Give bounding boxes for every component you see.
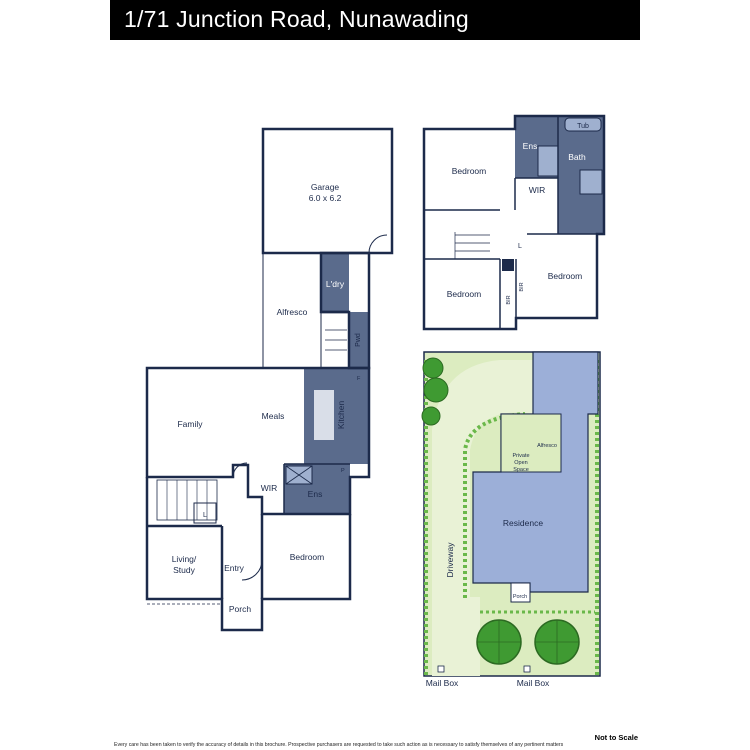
driveway-area — [432, 360, 533, 676]
tub-label: Tub — [577, 123, 589, 130]
wir-label: WIR — [261, 483, 278, 493]
bath-label: Bath — [568, 152, 586, 162]
page-title: 1/71 Junction Road, Nunawading — [124, 6, 469, 32]
family-label: Family — [177, 419, 203, 429]
living-study-label-1: Living/ — [172, 554, 197, 564]
alfresco-label: Alfresco — [277, 307, 308, 317]
site-porch-label: Porch — [513, 594, 527, 600]
laundry-label: L'dry — [326, 279, 345, 289]
front-wing — [145, 477, 352, 632]
site-alfresco-label: Alfresco — [537, 443, 557, 449]
first-floor-plan — [422, 114, 606, 331]
first-floor-labels: Bedroom Bedroom Bedroom Ens Bath Tub WIR… — [447, 123, 589, 305]
powder-label: Pwd — [355, 333, 362, 347]
powder-fill — [349, 312, 369, 368]
bath-shower — [579, 169, 603, 195]
bedroom-label: Bedroom — [290, 552, 325, 562]
upper-bedroom-label-2: Bedroom — [447, 289, 482, 299]
kitchen-label: Kitchen — [336, 401, 346, 430]
upper-bedroom-label-1: Bedroom — [452, 166, 487, 176]
site-plan-labels: Residence Alfresco Private Open Space Dr… — [426, 443, 557, 688]
ensuite-label: Ens — [308, 489, 323, 499]
pantry-label: P — [341, 468, 345, 474]
garage-size-label: 6.0 x 6.2 — [309, 193, 342, 203]
entry-label: Entry — [224, 563, 245, 573]
tub-fixture — [564, 117, 602, 132]
meals-label: Meals — [262, 411, 285, 421]
garage-label: Garage — [311, 182, 340, 192]
ground-floor-plan — [145, 127, 394, 632]
laundry-fill — [321, 254, 349, 312]
linen-label: L — [203, 512, 207, 519]
site-porch-box — [510, 582, 531, 603]
pos-label-3: Space — [513, 467, 529, 473]
mail-box-label-right: Mail Box — [517, 678, 550, 688]
fridge-label: F — [357, 376, 361, 382]
title-bar: 1/71 Junction Road, Nunawading — [110, 0, 640, 40]
pos-label-2: Open — [514, 460, 527, 466]
porch-label: Porch — [229, 604, 251, 614]
upper-wir-label: WIR — [529, 185, 546, 195]
upper-ensuite-label: Ens — [523, 141, 538, 151]
bir-label-1: BIR — [506, 295, 512, 304]
site-plan — [421, 351, 601, 677]
kitchen-island — [314, 390, 334, 440]
residence-label: Residence — [503, 518, 543, 528]
private-open-space-area — [500, 413, 562, 473]
upper-shower — [537, 145, 559, 177]
ground-floor-labels: Garage 6.0 x 6.2 L'dry Alfresco Pwd Fami… — [172, 182, 362, 614]
disclaimer-text: Every care has been taken to verify the … — [114, 742, 564, 748]
bir-label-2: BIR — [519, 282, 525, 291]
upper-bedroom-label-3: Bedroom — [548, 271, 583, 281]
driveway-label: Driveway — [445, 542, 455, 578]
pos-label-1: Private — [512, 453, 529, 459]
mail-box-label-left: Mail Box — [426, 678, 459, 688]
living-study-label-2: Study — [173, 565, 195, 575]
upper-linen-label: L — [518, 243, 522, 250]
not-to-scale-note: Not to Scale — [594, 733, 638, 742]
